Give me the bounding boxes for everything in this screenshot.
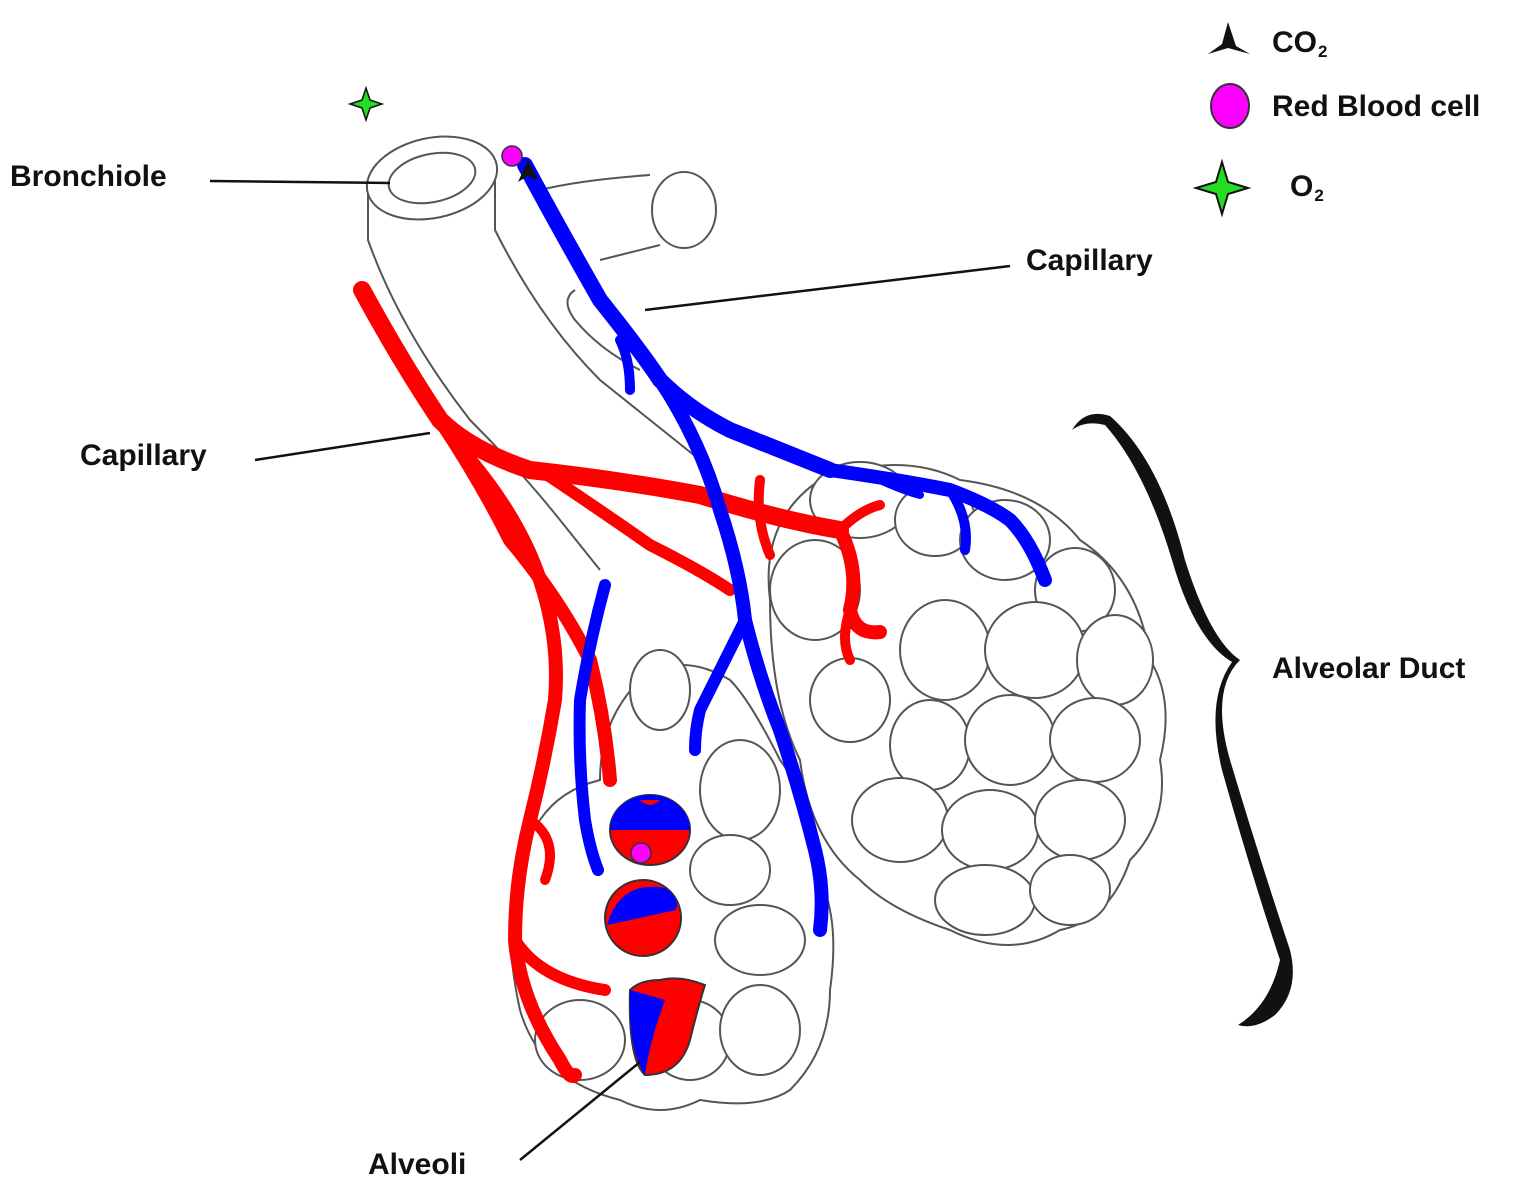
alveolar-duct-label: Alveolar Duct <box>1272 654 1465 684</box>
co2-triangle-icon <box>1208 22 1250 54</box>
red-blood-cell-alveolus <box>631 843 651 863</box>
alveolus-middle <box>605 880 681 956</box>
capillary-top-leader <box>645 266 1010 310</box>
legend-o2-subscript: 2 <box>1314 186 1323 205</box>
legend-co2-label: CO2 <box>1272 28 1327 58</box>
legend-co2-subscript: 2 <box>1318 42 1327 61</box>
red-blood-cell-icon <box>1211 84 1249 128</box>
capillary-left-leader <box>255 433 430 460</box>
bronchiole-tube <box>359 125 700 570</box>
legend-o2-text: O <box>1290 170 1313 203</box>
capillary-top-label: Capillary <box>1026 246 1153 276</box>
oxygen-molecule-top <box>350 88 382 120</box>
legend-co2-text: CO <box>1272 26 1317 59</box>
alveoli-label: Alveoli <box>368 1150 466 1180</box>
oxygen-star-icon <box>1196 162 1248 214</box>
legend-o2-label: O2 <box>1290 172 1324 202</box>
bronchiole-leader <box>210 181 390 183</box>
capillary-left-label: Capillary <box>80 441 207 471</box>
legend-rbc-label: Red Blood cell <box>1272 92 1480 122</box>
red-blood-cell-top <box>502 146 522 166</box>
bronchiole-label: Bronchiole <box>10 162 167 192</box>
